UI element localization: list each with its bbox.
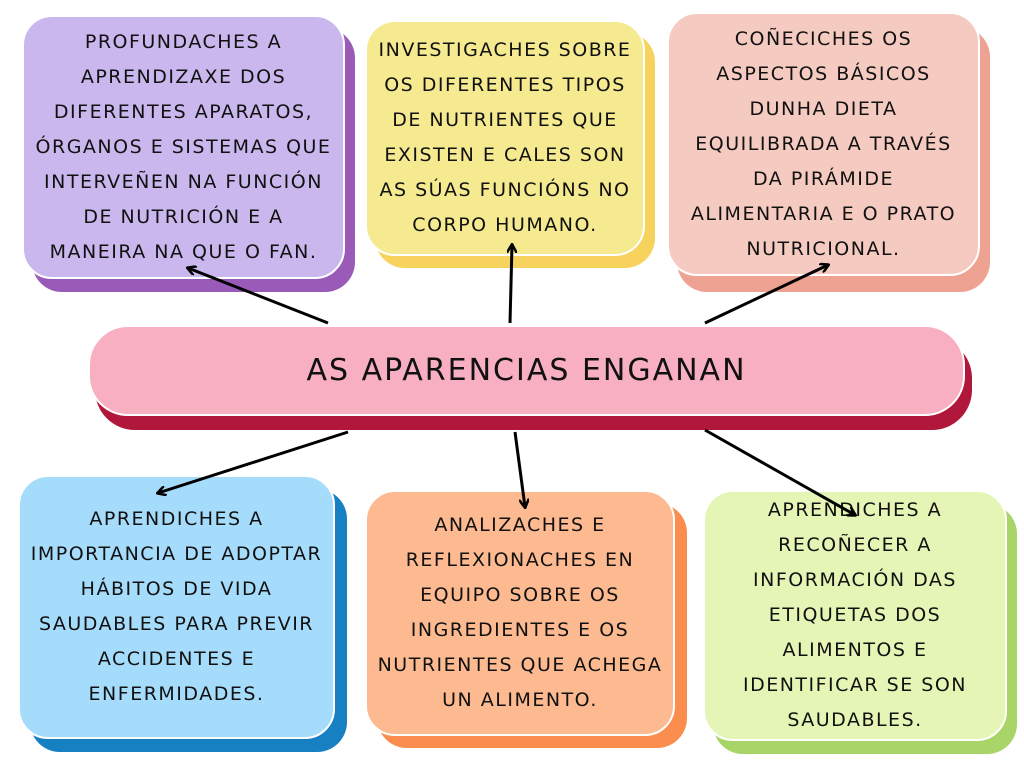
node-text: Analizaches e reflexionaches en equipo s… xyxy=(377,514,663,711)
arrow-to-nutrition-systems xyxy=(188,268,329,325)
node-text: Aprendiches a recoñecer a información da… xyxy=(742,499,968,731)
node-nutrient-types: Investigaches sobre os diferentes tipos … xyxy=(365,20,645,256)
node-balanced-diet: Coñeciches os aspectos básicos dunha die… xyxy=(667,12,980,276)
node-text: Aprendiches a importancia de adoptar háb… xyxy=(30,508,323,705)
arrow-to-food-labels xyxy=(704,428,855,515)
central-title: As aparencias enganan xyxy=(306,353,747,388)
arrow-to-nutrient-types xyxy=(510,245,512,324)
node-food-analysis: Analizaches e reflexionaches en equipo s… xyxy=(365,490,675,736)
arrow-to-balanced-diet xyxy=(704,265,828,325)
node-text: Coñeciches os aspectos básicos dunha die… xyxy=(690,27,957,260)
arrow-to-healthy-habits xyxy=(158,430,349,493)
node-nutrition-systems: Profundaches a aprendizaxe dos diferente… xyxy=(22,15,345,279)
arrow-to-food-analysis xyxy=(513,431,525,507)
central-topic: As aparencias enganan xyxy=(88,325,965,416)
node-text: Profundaches a aprendizaxe dos diferente… xyxy=(35,30,332,263)
node-healthy-habits: Aprendiches a importancia de adoptar háb… xyxy=(18,475,335,739)
node-text: Investigaches sobre os diferentes tipos … xyxy=(378,39,632,236)
node-food-labels: Aprendiches a recoñecer a información da… xyxy=(703,490,1007,741)
